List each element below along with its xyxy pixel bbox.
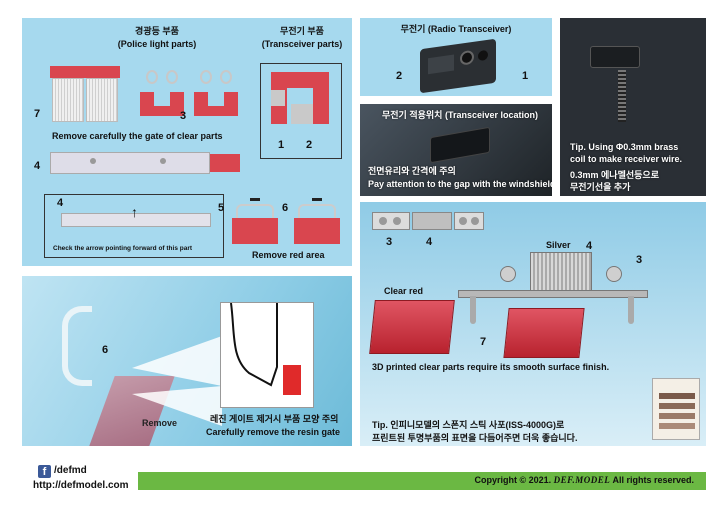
gate-note: Remove carefully the gate of clear parts [52, 131, 223, 141]
coil-tip-line2: coil to make receiver wire. [570, 154, 683, 164]
transceiver-parts-box [260, 63, 342, 159]
transceiver-with-coil-image [590, 46, 640, 68]
clear-light-part [50, 66, 120, 122]
website-link[interactable]: http://defmodel.com [33, 480, 129, 491]
assembly-number-4: 4 [586, 240, 593, 252]
red-holder-part-b [194, 70, 238, 118]
silver-label: Silver [546, 240, 571, 250]
brand-logo: DEF.MODEL [553, 475, 611, 485]
rights-text: All rights reserved. [612, 475, 694, 485]
transceiver-parts-title-ko: 무전기 부품 [280, 26, 324, 36]
facebook-handle[interactable]: /defmd [54, 465, 87, 476]
copyright-symbol: © [519, 475, 527, 485]
arrow-note: Check the arrow pointing forward of this… [53, 245, 193, 252]
radio-transceiver-image [420, 38, 496, 94]
gate-remove-label: Remove [142, 418, 178, 428]
coil-wire-image [618, 70, 626, 122]
gate-ko: 레진 게이트 제거시 부품 모양 주의 [210, 414, 339, 424]
light-parts-title-en: (Police light parts) [117, 39, 197, 49]
coil-panel: Tip. Using Φ0.3mm brass coil to make rec… [560, 18, 706, 196]
light-parts-panel: 경광등 부품 (Police light parts) 무전기 부품 (Tran… [22, 18, 352, 266]
legend-number-4: 4 [426, 236, 433, 248]
location-panel: 무전기 적용위치 (Transceiver location) 전면유리와 간격… [360, 104, 552, 196]
assembly-panel: 3 4 Silver 4 3 Clear red 7 3D printed cl… [360, 202, 706, 446]
light-parts-title-ko: 경광등 부품 [135, 26, 179, 36]
part-number-5: 5 [218, 202, 225, 214]
copyright-text: Copyright [474, 475, 517, 485]
arrow-check-box: 4 ↑ Check the arrow pointing forward of … [44, 194, 224, 258]
part-number-3: 3 [180, 110, 187, 122]
gate-panel: 6 Remove 레진 게이트 제거시 부품 모양 주의 Carefully r… [22, 276, 352, 446]
gate-part-image [62, 306, 92, 386]
part-number-6: 6 [282, 202, 289, 214]
coil-ko-line2: 무전기선을 추가 [570, 182, 631, 192]
assembly-number-3: 3 [636, 254, 643, 266]
forward-arrow-icon: ↑ [131, 204, 138, 220]
copyright-year: 2021. [528, 475, 552, 485]
location-ko: 전면유리와 간격에 주의 [368, 166, 456, 176]
gate-zoom-box [220, 302, 314, 408]
part-number-1: 1 [278, 139, 285, 151]
radio-number-2: 2 [396, 70, 403, 82]
facebook-icon[interactable]: f [38, 465, 51, 478]
gate-en: Carefully remove the resin gate [206, 427, 341, 437]
radio-panel: 무전기 (Radio Transceiver) 2 1 [360, 18, 552, 96]
gate-number-6: 6 [102, 344, 109, 356]
part-number-7: 7 [34, 108, 41, 120]
legend-part-4 [412, 212, 452, 230]
part-number-2: 2 [306, 139, 313, 151]
silver-lightbar-image [450, 252, 650, 332]
clear-red-label: Clear red [384, 286, 424, 296]
legend-part-3 [372, 212, 410, 230]
assembly-number-7: 7 [480, 336, 487, 348]
copyright-line: Copyright © 2021. DEF.MODEL All rights r… [474, 475, 694, 485]
radio-number-1: 1 [522, 70, 529, 82]
clear-red-part-b [503, 308, 585, 358]
sponge-tip-line2: 프린트된 투명부품의 표면을 다듬어주면 더욱 좋습니다. [372, 433, 578, 443]
coil-ko-line1: 0.3mm 에나멜선등으로 [570, 170, 659, 180]
location-title: 무전기 적용위치 (Transceiver location) [382, 110, 538, 120]
sanding-sponge-image [652, 378, 700, 440]
red-part-6 [294, 198, 340, 244]
light-base-part [50, 150, 240, 176]
legend-number-3: 3 [386, 236, 393, 248]
red-part-5 [232, 198, 278, 244]
radio-title: 무전기 (Radio Transceiver) [400, 24, 512, 34]
legend-part-3b [454, 212, 484, 230]
coil-tip-line1: Tip. Using Φ0.3mm brass [570, 142, 679, 152]
printed-note: 3D printed clear parts require its smoot… [372, 362, 610, 372]
transceiver-parts-title-en: (Transceiver parts) [261, 39, 343, 49]
red-holder-part-a [140, 70, 184, 118]
location-transceiver-image [430, 126, 490, 164]
gate-zoom-callout [132, 336, 222, 426]
sponge-tip-line1: Tip. 인피니모델의 스폰지 스틱 사포(ISS-4000G)로 [372, 420, 565, 430]
part-number-4: 4 [34, 160, 41, 172]
clear-red-part-a [369, 300, 455, 354]
part-number-4b: 4 [57, 197, 64, 209]
red-area-note: Remove red area [252, 250, 325, 260]
location-en: Pay attention to the gap with the windsh… [368, 179, 552, 189]
footer-bar: Copyright © 2021. DEF.MODEL All rights r… [138, 472, 706, 490]
